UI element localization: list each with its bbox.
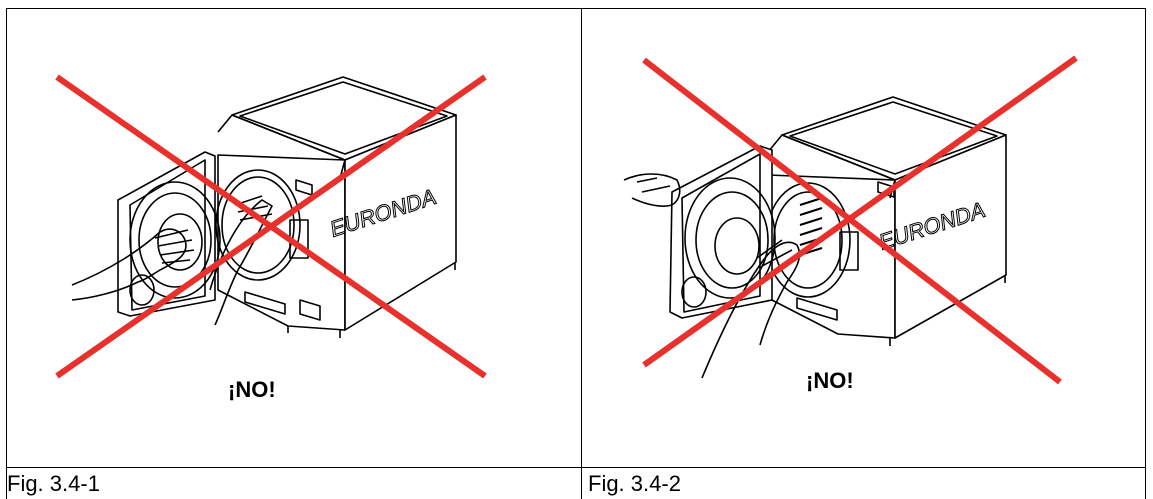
warning-no-2: ¡NO! (806, 368, 854, 393)
table-divider (581, 8, 582, 499)
warning-no-1: ¡NO! (228, 377, 276, 402)
caption-divider (6, 467, 1146, 468)
autoclave-illustration-1: EURONDA (55, 74, 487, 379)
cross-line-2a (642, 57, 1062, 385)
figure-caption-1: Fig. 3.4-1 (7, 471, 100, 496)
cross-line-2b (642, 55, 1078, 368)
figure-table (6, 8, 1146, 499)
cross-line-1b (55, 74, 487, 379)
autoclave-illustration-2: EURONDA (623, 55, 1078, 385)
figure-caption-2: Fig. 3.4-2 (588, 471, 681, 496)
